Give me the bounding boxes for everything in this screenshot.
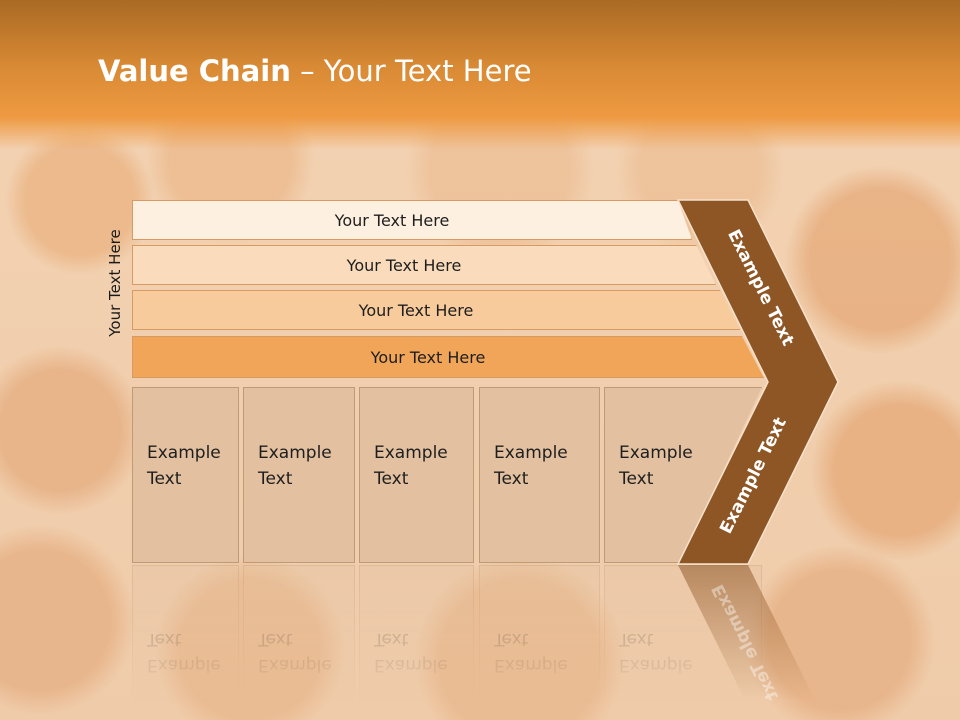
chevron-upper-label: Example Text bbox=[723, 226, 798, 349]
box-reflection-5: Example Text bbox=[604, 565, 762, 720]
reflection-line1: Example bbox=[147, 655, 221, 675]
box-text-line1: Example bbox=[619, 443, 693, 463]
primary-box-2: Example Text bbox=[243, 387, 355, 563]
title-bold: Value Chain bbox=[98, 54, 291, 88]
reflection-line2: Text bbox=[374, 629, 409, 649]
reflection-line2: Text bbox=[494, 629, 529, 649]
primary-box-5: Example Text bbox=[604, 387, 762, 563]
primary-box-3: Example Text bbox=[359, 387, 474, 563]
reflection-line2: Text bbox=[619, 629, 654, 649]
title-rest: – Your Text Here bbox=[290, 54, 532, 88]
support-bar-3: Your Text Here bbox=[132, 290, 740, 330]
support-bar-1: Your Text Here bbox=[132, 200, 692, 240]
header-band bbox=[0, 0, 960, 150]
reflection-line1: Example bbox=[619, 655, 693, 675]
reflection-line1: Example bbox=[494, 655, 568, 675]
vertical-label: Your Text Here bbox=[102, 210, 128, 355]
box-reflection-1: Example Text bbox=[132, 565, 239, 720]
box-text-line2: Text bbox=[258, 469, 293, 489]
reflection-line2: Text bbox=[147, 629, 182, 649]
box-text-line2: Text bbox=[147, 469, 182, 489]
support-bar-label: Your Text Here bbox=[358, 300, 474, 320]
reflection-line2: Text bbox=[258, 629, 293, 649]
primary-box-1: Example Text bbox=[132, 387, 239, 563]
reflection-line1: Example bbox=[374, 655, 448, 675]
box-text-line1: Example bbox=[258, 443, 332, 463]
support-bar-label: Your Text Here bbox=[346, 255, 462, 275]
support-bar-label: Your Text Here bbox=[370, 347, 486, 367]
reflection-line1: Example bbox=[258, 655, 332, 675]
box-reflection-4: Example Text bbox=[479, 565, 600, 720]
page-title: Value Chain – Your Text Here bbox=[98, 54, 532, 88]
box-reflection-2: Example Text bbox=[243, 565, 355, 720]
box-reflection-3: Example Text bbox=[359, 565, 474, 720]
support-bar-label: Your Text Here bbox=[334, 210, 450, 230]
box-text-line1: Example bbox=[374, 443, 448, 463]
box-text-line1: Example bbox=[494, 443, 568, 463]
box-text-line1: Example bbox=[147, 443, 221, 463]
vertical-label-text: Your Text Here bbox=[106, 228, 124, 337]
support-bar-2: Your Text Here bbox=[132, 245, 716, 285]
box-text-line2: Text bbox=[494, 469, 529, 489]
support-bar-4: Your Text Here bbox=[132, 336, 764, 378]
box-text-line2: Text bbox=[374, 469, 409, 489]
box-text-line2: Text bbox=[619, 469, 654, 489]
primary-box-4: Example Text bbox=[479, 387, 600, 563]
